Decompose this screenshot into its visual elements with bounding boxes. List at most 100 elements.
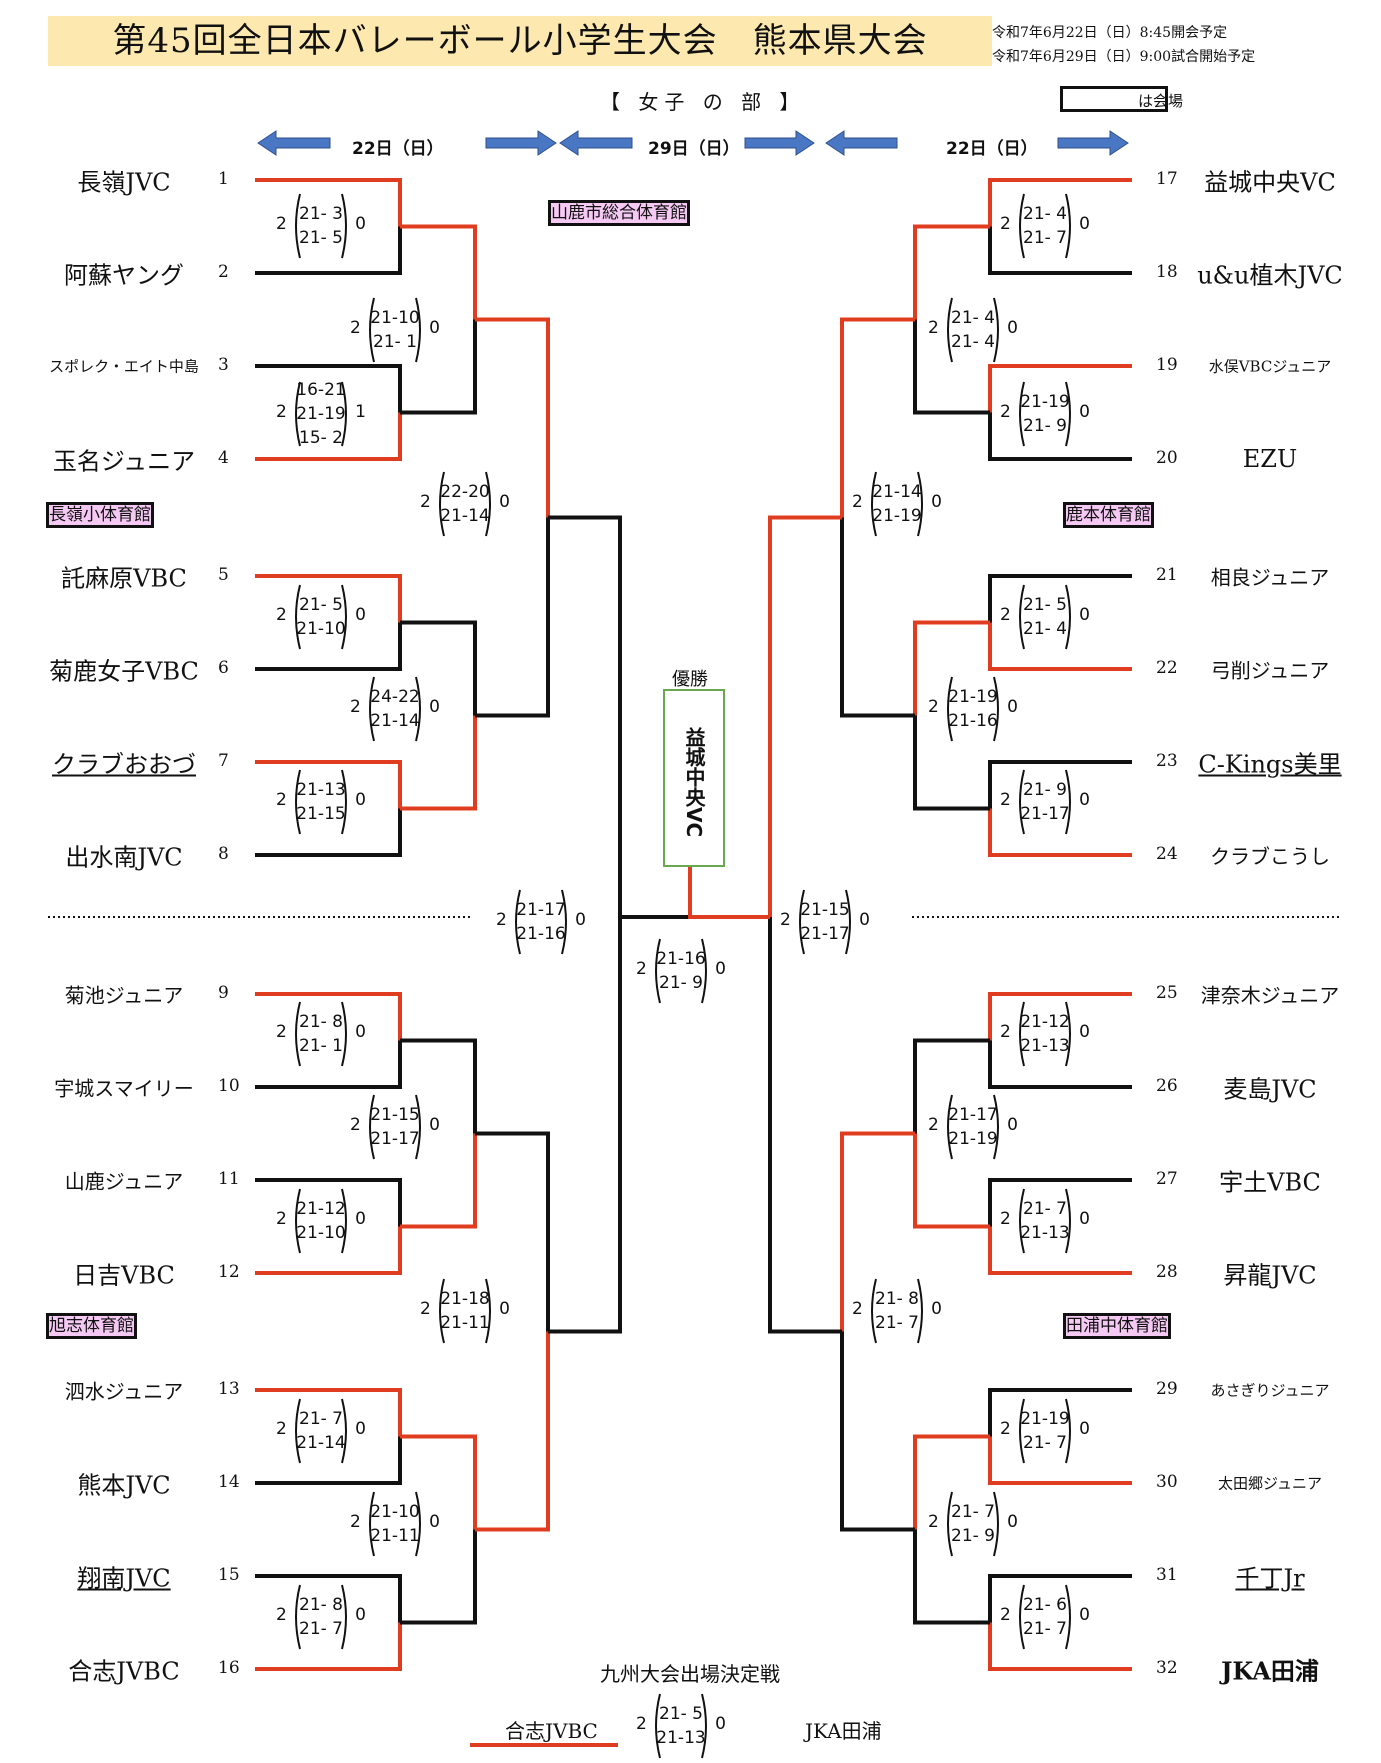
set-score: 21-14 (370, 711, 420, 731)
score-bracket-icon (871, 1278, 923, 1344)
final-title: 九州大会出場決定戦 (600, 1662, 780, 1686)
set-score: 21- 8 (299, 1012, 343, 1032)
sets-won-loser: 1 (355, 402, 366, 422)
bracket-line (988, 1040, 1132, 1089)
set-score: 21-17 (800, 924, 850, 944)
team-name: C-Kings美里 (1198, 750, 1342, 779)
bracket-line (913, 1434, 990, 1530)
bracket-line (548, 917, 622, 1334)
bracket-line (768, 515, 842, 917)
team-seed: 6 (218, 658, 229, 678)
bracket-line (913, 1529, 990, 1625)
score-bracket-icon (1019, 1001, 1071, 1067)
set-score: 21-13 (1020, 1036, 1070, 1056)
team-name: 弓削ジュニア (1210, 658, 1330, 683)
sets-won-loser: 0 (1007, 1115, 1018, 1135)
arrow-left-icon (559, 130, 633, 156)
score-bracket-icon (799, 889, 851, 955)
sets-won-loser: 0 (355, 214, 366, 234)
sets-won-loser: 0 (355, 605, 366, 625)
team-seed: 3 (218, 355, 229, 375)
bracket-line (400, 1529, 477, 1625)
bracket-line (255, 622, 402, 671)
score-bracket-icon (947, 297, 999, 363)
score-bracket-icon (655, 938, 707, 1004)
score-bracket-icon (369, 297, 421, 363)
team-name: 太田郷ジュニア (1218, 1474, 1322, 1493)
sets-won-winner: 2 (928, 1115, 939, 1135)
set-score: 21-14 (440, 506, 490, 526)
final-right-team: JKA田浦 (805, 1719, 882, 1743)
arrow-right-icon (744, 130, 815, 156)
set-score: 21- 3 (299, 204, 343, 224)
team-name: 麦島JVC (1223, 1075, 1317, 1104)
bracket-line (988, 1436, 1132, 1485)
sets-won-winner: 2 (1000, 1209, 1011, 1229)
bracket-line (913, 620, 990, 716)
team-name: 託麻原VBC (61, 564, 187, 593)
bracket-line (988, 1388, 1132, 1437)
score-bracket-icon (1019, 1398, 1071, 1464)
team-name: 長嶺JVC (77, 168, 171, 197)
sets-won-loser: 0 (355, 1605, 366, 1625)
set-score: 21- 1 (299, 1036, 343, 1056)
score-bracket-icon (295, 193, 347, 259)
sets-won-loser: 0 (1079, 1605, 1090, 1625)
sets-won-loser: 0 (499, 1299, 510, 1319)
team-seed: 13 (218, 1379, 240, 1399)
team-seed: 1 (218, 169, 229, 189)
sets-won-loser: 0 (1079, 790, 1090, 810)
bracket-line (988, 622, 1132, 671)
team-name: 宇城スマイリー (54, 1076, 194, 1101)
bracket-line (840, 1331, 915, 1532)
team-seed: 7 (218, 751, 229, 771)
bracket-line (255, 412, 402, 461)
sets-won-winner: 2 (350, 1512, 361, 1532)
venue-label: 長嶺小体育館 (46, 502, 154, 528)
team-name: u&u植木JVC (1197, 261, 1343, 290)
sets-won-winner: 2 (276, 1605, 287, 1625)
set-score: 21-15 (370, 1105, 420, 1125)
bracket-line (255, 1226, 402, 1275)
team-seed: 8 (218, 844, 229, 864)
day-label-left: 22日（日） (352, 139, 444, 159)
bracket-line (913, 319, 990, 415)
set-score: 21-10 (370, 308, 420, 328)
sets-won-loser: 0 (499, 492, 510, 512)
bracket-line (768, 917, 842, 1334)
score-bracket-icon (515, 889, 567, 955)
team-seed: 11 (218, 1169, 240, 1189)
set-score: 21- 6 (1023, 1595, 1067, 1615)
set-score: 21-11 (370, 1526, 420, 1546)
venue-label: 山鹿市総合体育館 (548, 200, 690, 226)
team-seed: 2 (218, 262, 229, 282)
set-score: 21-19 (296, 404, 346, 424)
sets-won-winner: 2 (276, 402, 287, 422)
set-score: 22-20 (440, 482, 490, 502)
set-score: 21-13 (656, 1728, 706, 1748)
sets-won-loser: 0 (1007, 318, 1018, 338)
bracket-line (255, 364, 402, 413)
bracket-line (255, 1622, 402, 1671)
set-score: 21- 7 (1023, 1199, 1067, 1219)
set-score: 21-15 (800, 900, 850, 920)
set-score: 21-14 (296, 1433, 346, 1453)
set-score: 21-10 (370, 1502, 420, 1522)
champion-box: 益城中央VC (663, 689, 725, 867)
team-seed: 21 (1156, 565, 1178, 585)
team-name: JKA田浦 (1221, 1656, 1319, 1686)
